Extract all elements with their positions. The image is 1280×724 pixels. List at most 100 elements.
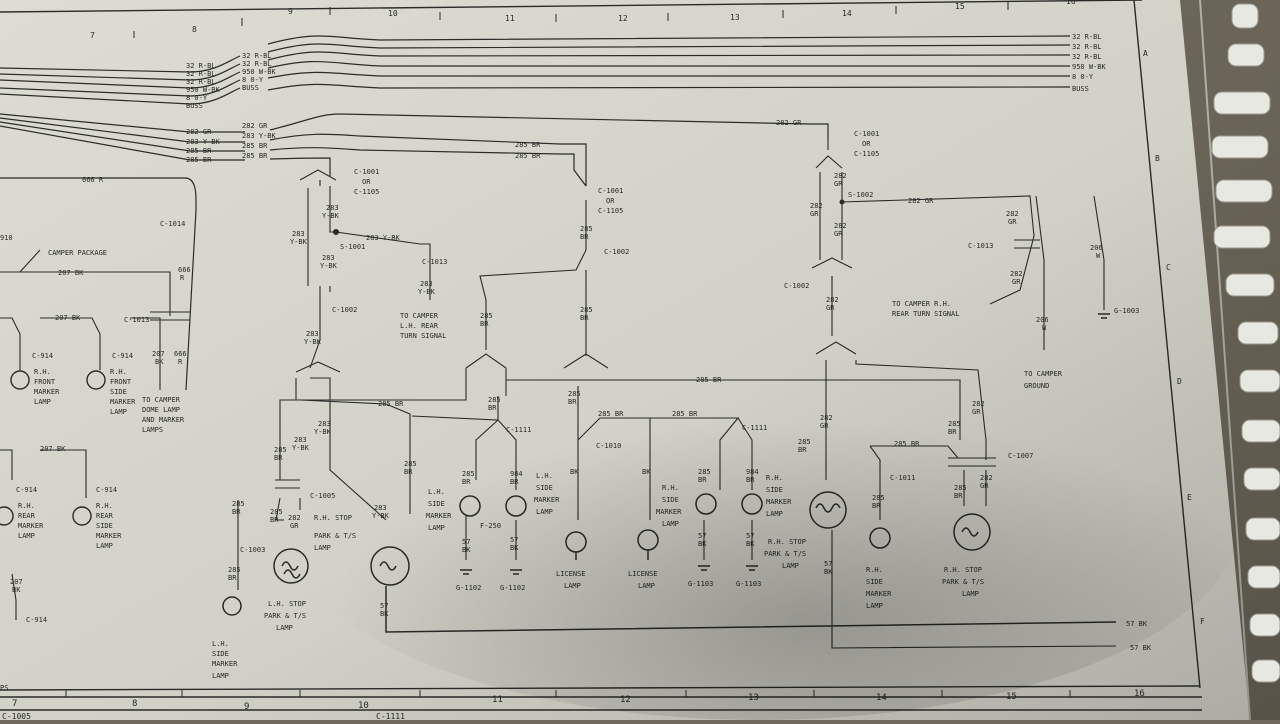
lamp-label: R.H. <box>866 566 883 574</box>
wire-label: 285 BR <box>186 156 212 164</box>
wire-label: 285 BR <box>378 400 404 408</box>
wire-label: GR <box>826 304 835 312</box>
binder-ring <box>1215 179 1273 203</box>
wire-label: 207 BK <box>58 269 84 277</box>
wire-label: BK <box>698 540 707 548</box>
wire-label: BR <box>698 476 707 484</box>
wire-label: Y-BK <box>322 212 340 220</box>
ground-label: G-1103 <box>688 580 713 588</box>
wire-label: BK <box>510 544 519 552</box>
wire-label: 32 R-BL <box>186 70 216 78</box>
wire-label: 285 <box>568 390 581 398</box>
wire-label: 285 BR <box>696 376 722 384</box>
wire-label: 283 <box>420 280 433 288</box>
column-number: 7 <box>12 699 17 709</box>
connector-label: C-1001 <box>354 168 379 176</box>
wire-label: GR <box>1008 218 1017 226</box>
wire-label: 282 <box>288 514 301 522</box>
wire-label: BR <box>404 468 413 476</box>
wire-label: 32 R-BL <box>242 52 272 60</box>
column-number: 15 <box>955 2 965 11</box>
wire-label: 283 Y-BK <box>242 132 277 140</box>
wire-label: 984 <box>746 468 759 476</box>
connector-label: C-1105 <box>598 207 623 215</box>
wire-label: 285 <box>948 420 961 428</box>
column-number: 14 <box>842 9 852 18</box>
column-number: 12 <box>618 14 628 23</box>
lamp-label: R.H. STOP <box>944 566 982 574</box>
ground-label: G-1003 <box>1114 307 1139 315</box>
wire-label: BUSS <box>242 84 259 92</box>
strip-label: C-1111 <box>376 712 405 720</box>
wire-label: 282 <box>980 474 993 482</box>
column-number: 12 <box>620 695 631 705</box>
wire-label: BK <box>380 610 389 618</box>
wire-label: 285 <box>274 446 287 454</box>
connector-label: C-1002 <box>332 306 357 314</box>
wire-label: 283 <box>306 330 319 338</box>
connector-label: C-914 <box>16 486 37 494</box>
lamp-label: LAMP <box>110 408 127 416</box>
wire-label: 206 <box>1036 316 1049 324</box>
wire-label: 57 <box>698 532 706 540</box>
wire-label: BR <box>580 314 589 322</box>
connector-label: C-1013 <box>968 242 993 250</box>
connector-label: C-914 <box>96 486 117 494</box>
lamp-label: LAMP <box>766 510 783 518</box>
wire-label: 282 <box>826 296 839 304</box>
wire-label: Y-BK <box>320 262 338 270</box>
wire-label: 283 <box>294 436 307 444</box>
note-label: AND MARKER <box>142 416 185 424</box>
wire-label: 207 BK <box>55 314 81 322</box>
connector-label: C-1002 <box>604 248 629 256</box>
wire-label: 285 BR <box>242 152 268 160</box>
wire-label: 285 BR <box>894 440 920 448</box>
binder-ring <box>1251 659 1280 683</box>
binder-ring <box>1241 419 1280 443</box>
wire-label: BR <box>480 320 489 328</box>
lamp-label: L.H. STOP <box>268 600 306 608</box>
wire-label: 283 <box>326 204 339 212</box>
lamp-label: L.H. <box>212 640 229 648</box>
lamp-label: SIDE <box>428 500 445 508</box>
column-number: 9 <box>244 702 249 712</box>
wire-label: 285 <box>580 225 593 233</box>
wire-label: BUSS <box>1072 85 1089 93</box>
lamp-label: SIDE <box>110 388 127 396</box>
wire-label: 282 <box>1010 270 1023 278</box>
wire-label: BR <box>954 492 963 500</box>
lamp-label: SIDE <box>536 484 553 492</box>
lamp-label: LICENSE <box>628 570 658 578</box>
wire-label: 207 <box>10 578 23 586</box>
row-letter: B <box>1155 154 1160 163</box>
connector-label: C-1013 <box>124 316 149 324</box>
binder-ring <box>1243 467 1280 491</box>
wire-label: 283 <box>322 254 335 262</box>
wire-label: 950 W-BK <box>242 68 277 76</box>
connector-label: OR <box>362 178 371 186</box>
binder-ring <box>1247 565 1280 589</box>
wire-label: BR <box>580 233 589 241</box>
note-label: REAR TURN SIGNAL <box>892 310 959 318</box>
camper-package-label: CAMPER PACKAGE <box>48 249 107 257</box>
connector-label: C-1010 <box>596 442 621 450</box>
wire-label: 57 <box>746 532 754 540</box>
lamp-label: PARK & T/S <box>314 532 356 540</box>
wire-label: 282 GR <box>186 128 212 136</box>
lamp-label: PARK & T/S <box>764 550 806 558</box>
ground-label: G-1103 <box>736 580 761 588</box>
column-number: 13 <box>730 13 740 22</box>
wire-label: 283 <box>374 504 387 512</box>
note-label: LAMPS <box>142 426 163 434</box>
lamp-label: MARKER <box>534 496 560 504</box>
wire-label: 285 <box>488 396 501 404</box>
note-label: GROUND <box>1024 382 1049 390</box>
wire-label: 285 BR <box>515 152 541 160</box>
wire-label: 57 BK <box>1126 620 1148 628</box>
connector-label: S-1001 <box>340 243 365 251</box>
lamp-label: LAMP <box>314 544 331 552</box>
binder-ring <box>1213 225 1271 249</box>
wire-label: 57 <box>510 536 518 544</box>
wire-label: 282 GR <box>908 197 934 205</box>
wire-label: 285 <box>798 438 811 446</box>
